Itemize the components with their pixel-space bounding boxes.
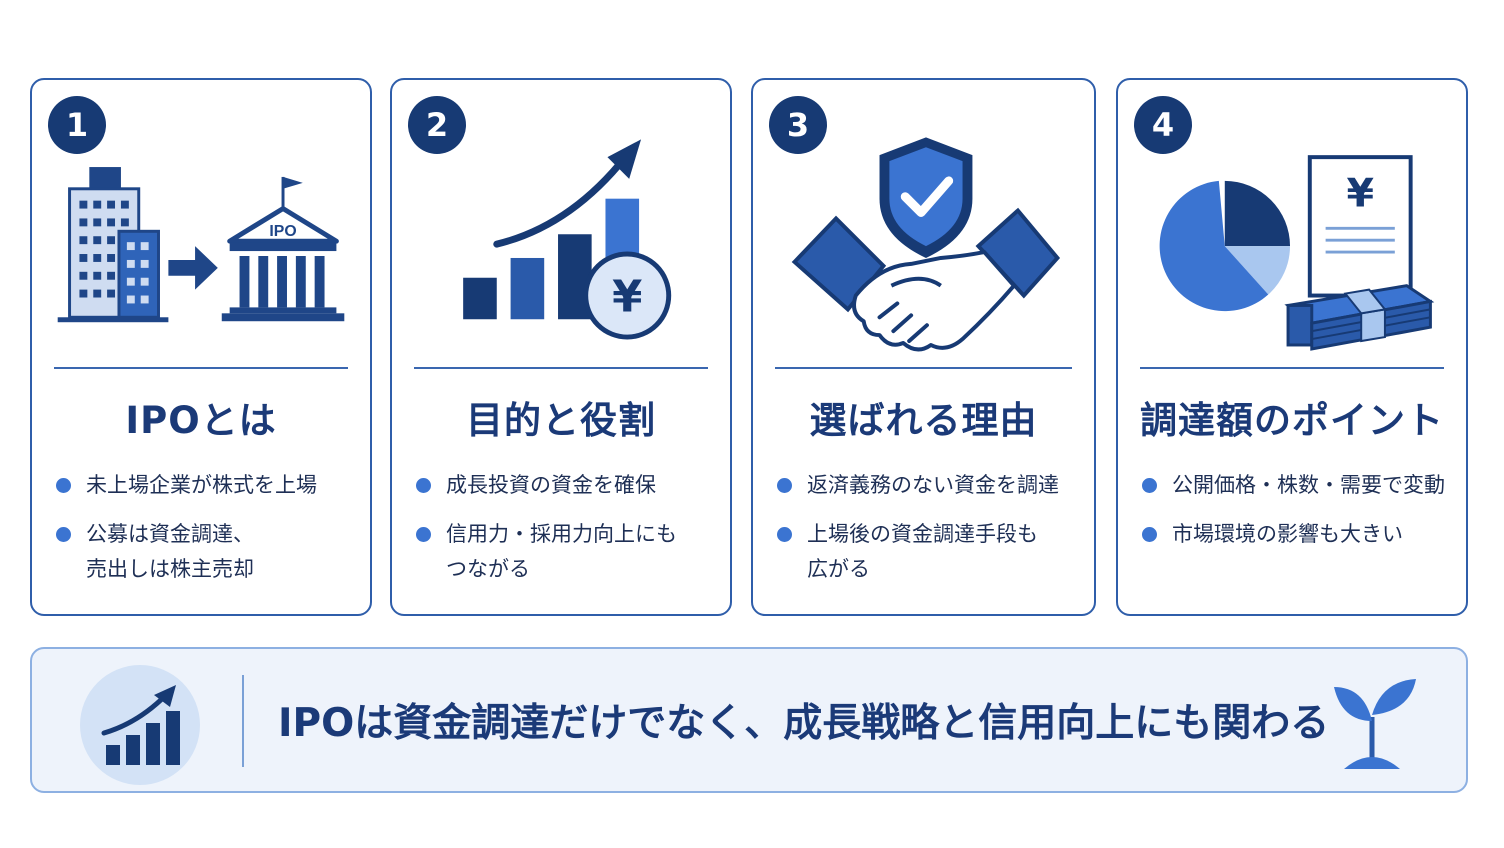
card-number-badge: 4 xyxy=(1134,96,1192,154)
bullet-item: 未上場企業が株式を上場 xyxy=(54,468,364,503)
card-number-badge: 2 xyxy=(408,96,466,154)
card-number-badge: 3 xyxy=(769,96,827,154)
card-reasons: 3 選ばれる理由 返済義務のない資金を調達 上場後の資金調達手段も 広がる xyxy=(751,78,1096,616)
card-ipo-definition: 1 IPO xyxy=(30,78,372,616)
card-title: 選ばれる理由 xyxy=(809,399,1038,442)
building-to-exchange-icon: IPO xyxy=(57,167,345,323)
pie-chart-money-icon: ¥ xyxy=(1159,155,1435,351)
yen-symbol: ¥ xyxy=(1346,171,1374,217)
bullet-item: 上場後の資金調達手段も 広がる xyxy=(775,517,1088,587)
bullet-item: 返済義務のない資金を調達 xyxy=(775,468,1088,503)
bullet-item: 成長投資の資金を確保 xyxy=(414,468,724,503)
handshake-shield-icon xyxy=(791,137,1061,352)
bullet-item: 公募は資金調達、 売出しは株主売却 xyxy=(54,517,364,587)
summary-banner: IPOは資金調達だけでなく、成長戦略と信用向上にも関わる xyxy=(30,647,1468,793)
bullet-item: 市場環境の影響も大きい xyxy=(1140,517,1460,552)
card-divider xyxy=(54,367,348,369)
card-purpose-role: 2 ¥ 目的と役割 成長投資の資金を確保 信用力・採用力向上にも つながる xyxy=(390,78,732,616)
bullet-item: 信用力・採用力向上にも つながる xyxy=(414,517,724,587)
card-divider xyxy=(414,367,708,369)
card-number-badge: 1 xyxy=(48,96,106,154)
card-divider xyxy=(775,367,1072,369)
card-title: 目的と役割 xyxy=(466,399,656,442)
card-fundraising-points: 4 ¥ 調達額のポイント 公開価格・株数・需要で変動 市場環境の影響も大きい xyxy=(1116,78,1468,616)
bullet-list: 成長投資の資金を確保 信用力・採用力向上にも つながる xyxy=(414,468,724,601)
banner-separator xyxy=(242,675,244,767)
yen-symbol: ¥ xyxy=(612,272,642,322)
bullet-list: 未上場企業が株式を上場 公募は資金調達、 売出しは株主売却 xyxy=(54,468,364,601)
growth-chart-yen-icon: ¥ xyxy=(463,139,672,340)
bullet-item: 公開価格・株数・需要で変動 xyxy=(1140,468,1460,503)
exchange-label: IPO xyxy=(269,223,296,240)
card-title: IPOとは xyxy=(125,399,277,442)
card-divider xyxy=(1140,367,1444,369)
bullet-list: 返済義務のない資金を調達 上場後の資金調達手段も 広がる xyxy=(775,468,1088,601)
sprout-icon xyxy=(1334,679,1416,769)
bullet-list: 公開価格・株数・需要で変動 市場環境の影響も大きい xyxy=(1140,468,1460,566)
card-title: 調達額のポイント xyxy=(1140,399,1444,442)
growth-chart-icon xyxy=(80,665,200,785)
summary-text: IPOは資金調達だけでなく、成長戦略と信用向上にも関わる xyxy=(278,701,1330,746)
